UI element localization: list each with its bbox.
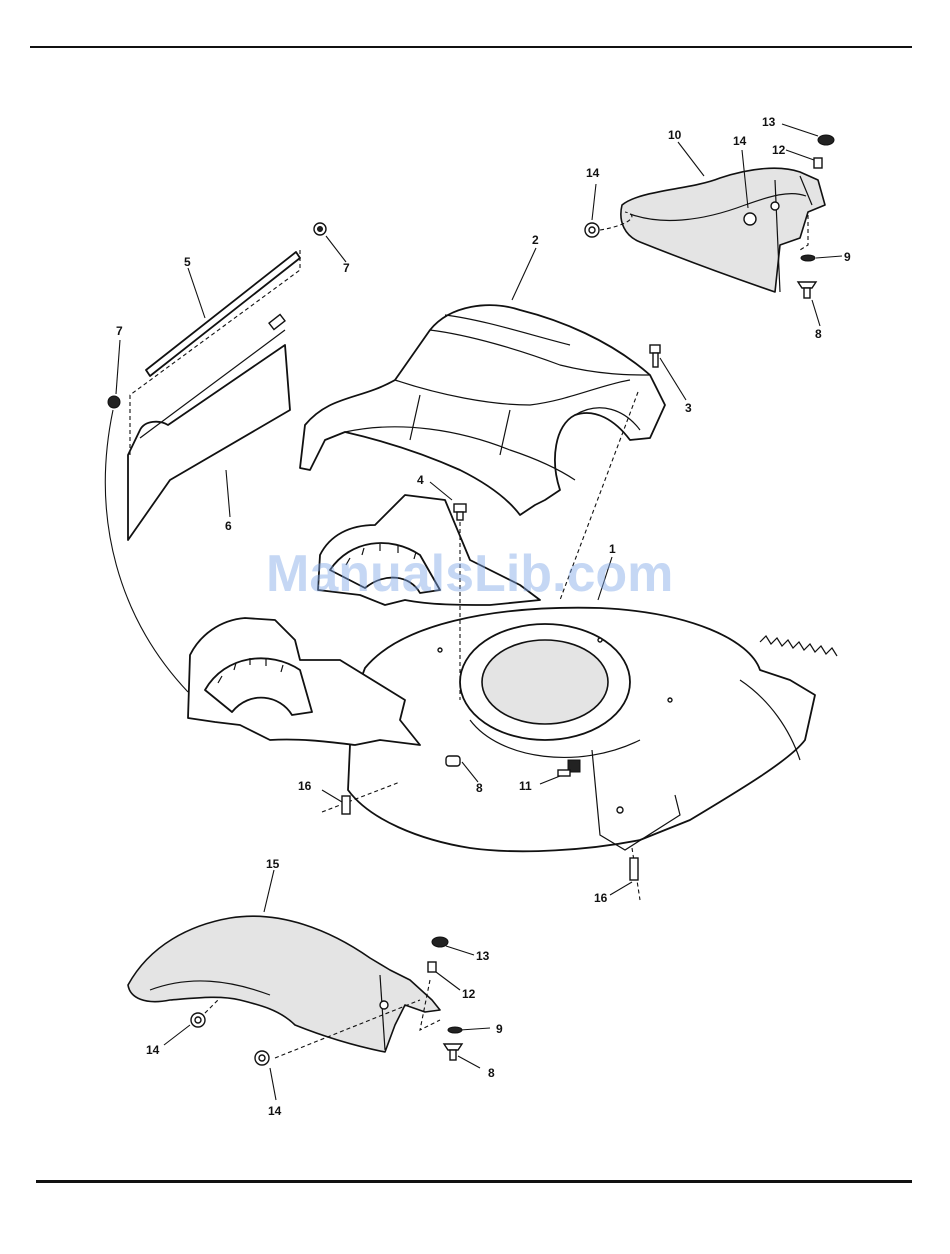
- watermark: ManualsLib.com: [266, 545, 673, 603]
- callout-12-bottom: 12: [462, 987, 476, 1001]
- callout-8-bottom: 8: [488, 1066, 495, 1080]
- callout-8-top: 8: [815, 327, 822, 341]
- callout-14-bottom-center: 14: [268, 1104, 282, 1118]
- callout-2: 2: [532, 233, 539, 247]
- part-15-side-chute: [128, 916, 440, 1052]
- callout-5: 5: [184, 255, 191, 269]
- callout-14-bottom-left: 14: [146, 1043, 160, 1057]
- part-2-upper-shell: [300, 305, 665, 515]
- callout-6: 6: [225, 519, 232, 533]
- callout-7-left: 7: [116, 324, 123, 338]
- callout-9-top: 9: [844, 250, 851, 264]
- callout-7-top: 7: [343, 261, 350, 275]
- callout-11: 11: [519, 779, 532, 793]
- callout-15: 15: [266, 857, 280, 871]
- callout-12-top: 12: [772, 143, 786, 157]
- callout-13-top: 13: [762, 115, 776, 129]
- callout-10: 10: [668, 128, 682, 142]
- callout-14-top-right: 14: [733, 134, 747, 148]
- callout-9-bottom: 9: [496, 1022, 503, 1036]
- part-6-flap-panel: [128, 315, 290, 540]
- callout-4: 4: [417, 473, 424, 487]
- callout-16-left: 16: [298, 779, 312, 793]
- part-1-deck: [348, 608, 837, 852]
- callout-14-top-left: 14: [586, 166, 600, 180]
- callout-13-bottom: 13: [476, 949, 490, 963]
- callout-16-right: 16: [594, 891, 608, 905]
- part-10-rear-cover: [621, 168, 825, 292]
- callout-8-center: 8: [476, 781, 483, 795]
- callout-3: 3: [685, 401, 692, 415]
